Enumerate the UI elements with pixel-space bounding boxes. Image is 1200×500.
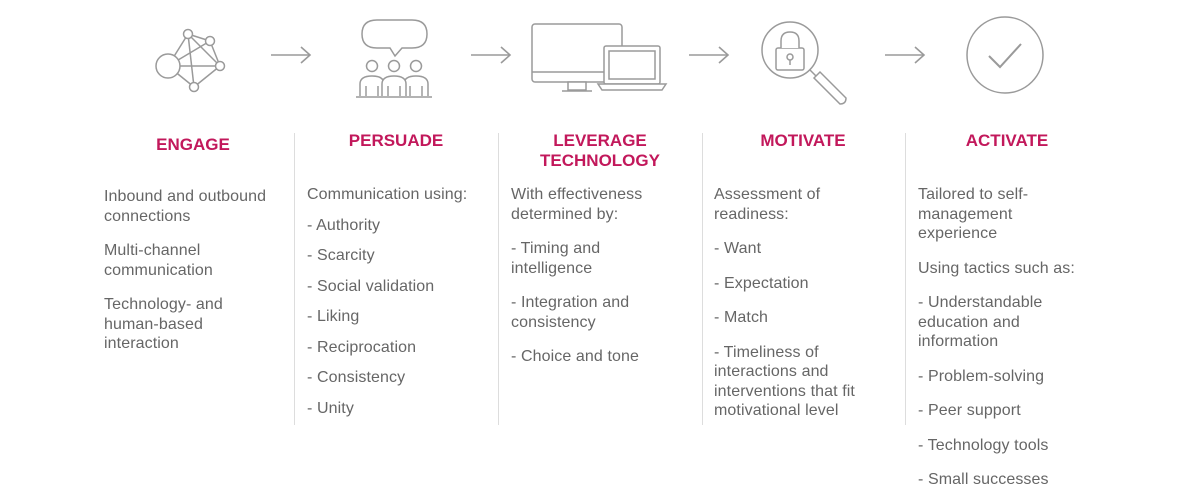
paragraph: Communication using: [307, 186, 468, 203]
group-speech-bubble-icon [352, 16, 436, 100]
column-title: MOTIVATE [698, 131, 908, 151]
list-item: - Peer support [918, 402, 1021, 419]
column-divider [702, 133, 703, 425]
column-title: PERSUADE [291, 131, 501, 151]
column-title-line: ACTIVATE [965, 131, 1049, 150]
check-circle-icon [964, 14, 1046, 96]
list-item: - Scarcity [307, 247, 375, 264]
list-item: - Liking [307, 308, 360, 325]
column-divider [905, 133, 906, 425]
list-item: - Problem-solving [918, 367, 1045, 385]
column-title: ACTIVATE [902, 131, 1112, 151]
arrow-right-icon [270, 45, 312, 70]
paragraph: Using tactics such as: [918, 259, 1075, 277]
list-item: - Social validation [307, 277, 435, 295]
arrow-right-icon [688, 45, 730, 70]
arrow-right-icon [470, 45, 512, 70]
column-title-line: LEVERAGE [553, 131, 647, 150]
list-item: - Want [714, 240, 762, 257]
column-title: ENGAGE [88, 135, 298, 155]
column-divider [294, 133, 295, 425]
list-item: - Match [714, 309, 769, 326]
list-item: - Expectation [714, 274, 809, 292]
list-item: - Unity [307, 399, 354, 417]
column-body: Communication using: - Authority - Scarcit… [307, 185, 497, 418]
column-title-line: PERSUADE [348, 131, 444, 150]
list-item: - Small successes [918, 471, 1049, 488]
list-item: - Technology tools [918, 436, 1049, 454]
list-item: - Authority [307, 216, 381, 234]
column-title-line: MOTIVATE [760, 131, 846, 150]
network-nodes-icon [150, 20, 230, 95]
monitor-laptop-icon [530, 22, 670, 94]
arrow-right-icon [884, 45, 926, 70]
column-divider [498, 133, 499, 425]
column-title-line: TECHNOLOGY [540, 151, 660, 170]
column-title-line: ENGAGE [156, 135, 230, 154]
list-item: - Choice and tone [511, 348, 640, 365]
list-item: - Reciprocation [307, 338, 417, 356]
lock-magnifier-icon [758, 16, 850, 108]
list-item: - Consistency [307, 369, 406, 386]
